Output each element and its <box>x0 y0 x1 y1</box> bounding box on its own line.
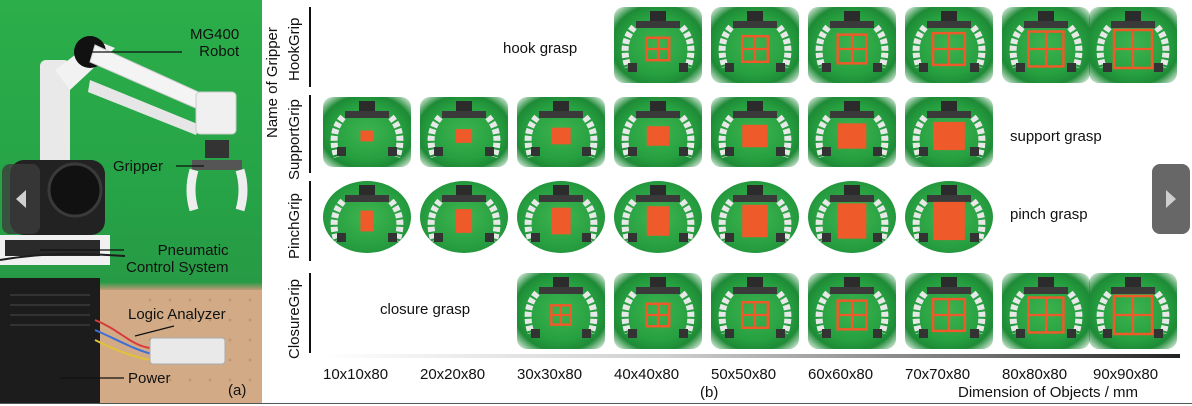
next-slide-button[interactable] <box>1152 164 1190 234</box>
robot-callout: MG400 Robot <box>190 26 239 60</box>
dimension-label: 90x90x80 <box>1093 366 1159 383</box>
row-name-supportgrip: SupportGrip <box>286 99 303 181</box>
closure-grasp-image-30x30x80 <box>517 273 605 349</box>
chevron-right-icon <box>1166 190 1176 208</box>
pinch-grasp-image-20x20x80 <box>420 181 508 253</box>
gripper-callout: Gripper <box>113 158 164 175</box>
dimension-label: 50x50x80 <box>711 366 777 383</box>
pneumatic-callout-line2: Control System <box>126 259 229 276</box>
row-name-closuregrip: ClosureGrip <box>286 279 303 360</box>
robot-callout-line2: Robot <box>199 43 240 60</box>
pneumatic-callout-line1: Pneumatic <box>157 242 229 259</box>
closure-grasp-image-70x70x80 <box>905 273 993 349</box>
closure-grasp-image-90x90x80 <box>1089 273 1177 349</box>
dimension-label: 40x40x80 <box>614 366 680 383</box>
support-grasp-image-10x10x80 <box>323 97 411 167</box>
row-separator <box>309 181 311 261</box>
dimension-label: 20x20x80 <box>420 366 486 383</box>
pinch-grasp-image-30x30x80 <box>517 181 605 253</box>
row-name-pinchgrip: PinchGrip <box>286 192 303 259</box>
robot-setup-photo: MG400 Robot Gripper Pneumatic Control Sy… <box>0 0 262 403</box>
support-grasp-image-70x70x80 <box>905 97 993 167</box>
hook-grasp-image-80x80x80 <box>1002 7 1090 83</box>
row-separator <box>309 273 311 353</box>
hook-grasp-image-90x90x80 <box>1089 7 1177 83</box>
dimension-label: 30x30x80 <box>517 366 583 383</box>
hook-grasp-image-40x40x80 <box>614 7 702 83</box>
gripper-header-label: Name of Gripper <box>264 27 281 138</box>
pneumatic-callout: Pneumatic Control System <box>126 242 229 276</box>
pinch-grasp-image-40x40x80 <box>614 181 702 253</box>
hook-grasp-image-50x50x80 <box>711 7 799 83</box>
pinch-grasp-image-10x10x80 <box>323 181 411 253</box>
power-callout: Power <box>128 370 171 387</box>
bottom-rule <box>0 403 1192 404</box>
dimension-label: 10x10x80 <box>323 366 389 383</box>
dimension-label: 70x70x80 <box>905 366 971 383</box>
grasp-label-supportgrip: support grasp <box>1010 128 1102 145</box>
grasp-label-hookgrip: hook grasp <box>503 40 578 57</box>
robot-callout-line1: MG400 <box>190 26 240 43</box>
hook-grasp-image-60x60x80 <box>808 7 896 83</box>
pinch-grasp-image-50x50x80 <box>711 181 799 253</box>
row-name-hookgrip: HookGrip <box>286 17 303 81</box>
support-grasp-image-60x60x80 <box>808 97 896 167</box>
axis-title: Dimension of Objects / mm <box>958 384 1139 401</box>
dimension-label: 80x80x80 <box>1002 366 1068 383</box>
support-grasp-image-40x40x80 <box>614 97 702 167</box>
support-grasp-image-50x50x80 <box>711 97 799 167</box>
grasp-label-pinchgrip: pinch grasp <box>1010 206 1088 223</box>
closure-grasp-image-60x60x80 <box>808 273 896 349</box>
support-grasp-image-20x20x80 <box>420 97 508 167</box>
logic-analyzer-callout: Logic Analyzer <box>128 306 226 323</box>
dimension-axis <box>322 354 1180 358</box>
row-separator <box>309 7 311 87</box>
hook-grasp-image-70x70x80 <box>905 7 993 83</box>
pinch-grasp-image-70x70x80 <box>905 181 993 253</box>
grasp-label-closuregrip: closure grasp <box>380 301 471 318</box>
row-separator <box>309 95 311 173</box>
robot-illustration <box>0 36 262 403</box>
support-grasp-image-30x30x80 <box>517 97 605 167</box>
closure-grasp-image-50x50x80 <box>711 273 799 349</box>
chevron-left-icon <box>16 190 26 208</box>
closure-grasp-image-40x40x80 <box>614 273 702 349</box>
closure-grasp-image-80x80x80 <box>1002 273 1090 349</box>
pinch-grasp-image-60x60x80 <box>808 181 896 253</box>
prev-slide-button[interactable] <box>2 164 40 234</box>
panel-a-label: (a) <box>228 382 247 399</box>
dimension-label: 60x60x80 <box>808 366 874 383</box>
panel-b-label: (b) <box>700 384 719 401</box>
